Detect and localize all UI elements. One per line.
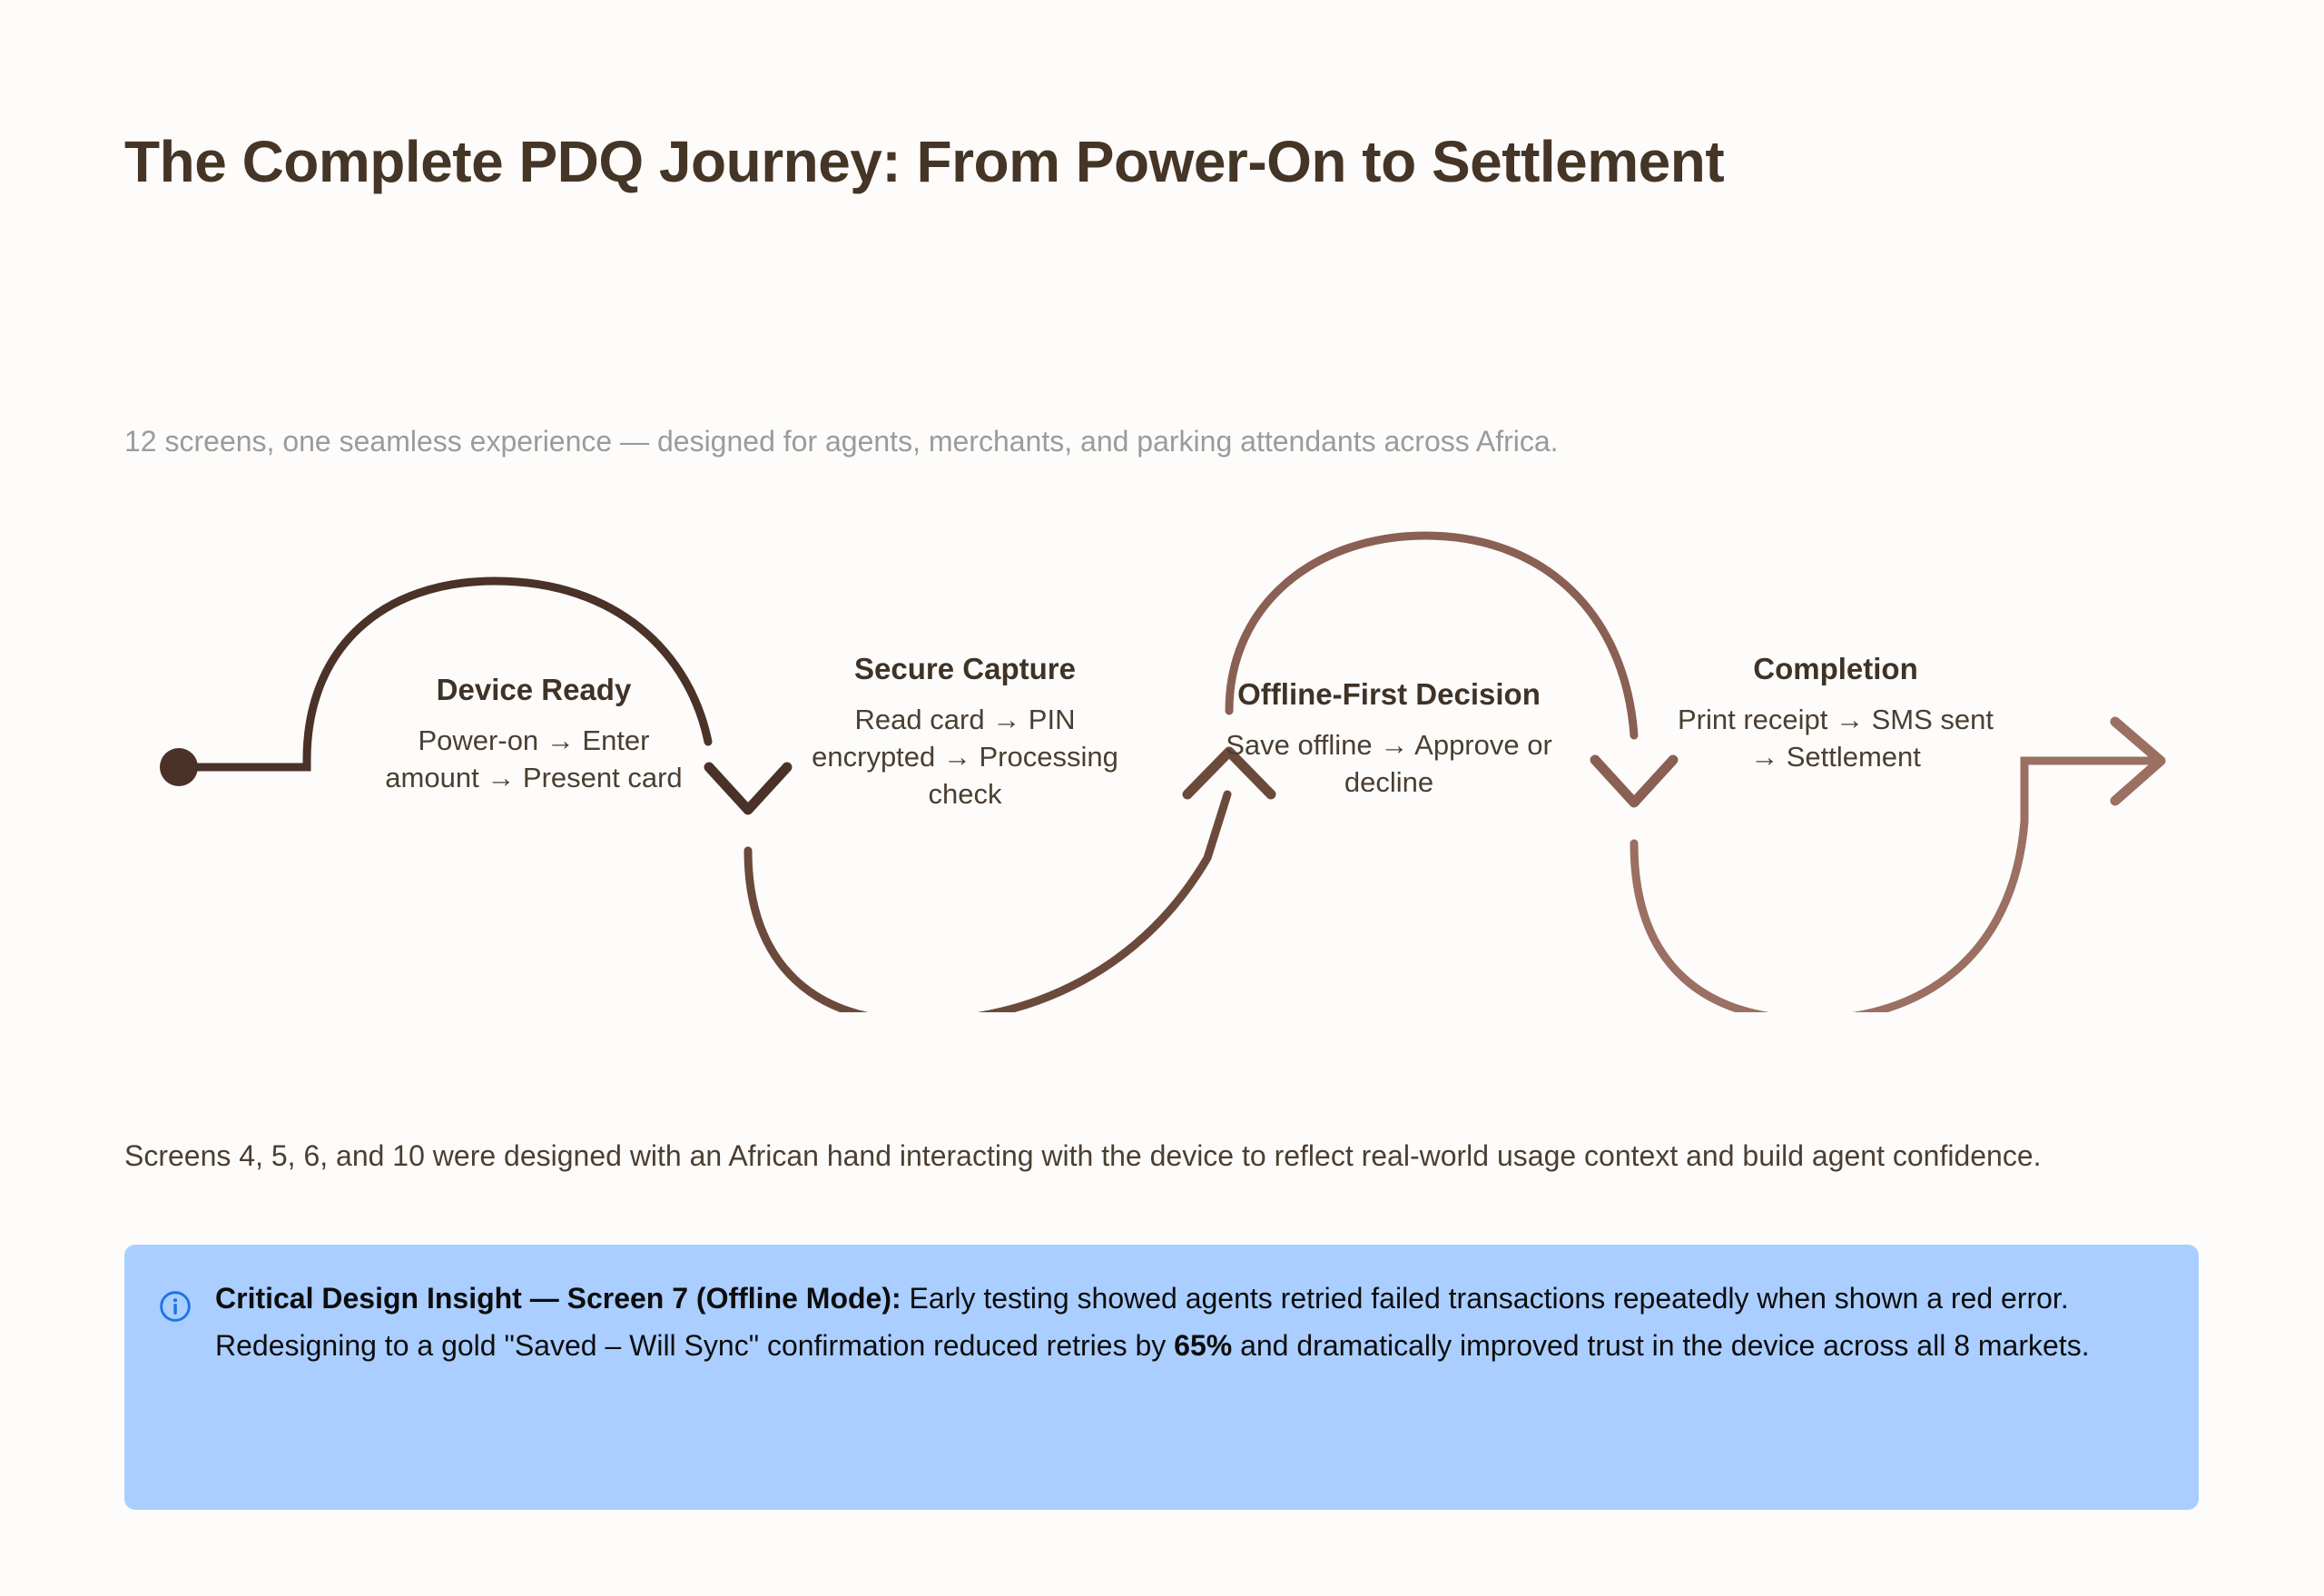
pdq-journey-diagram: Device Ready Power-on → Enter amount → P… [0,495,2324,1012]
flow-node-title: Completion [1753,652,1918,685]
flow-node-description: Power-on → Enter amount → Present card [385,724,683,794]
flow-arc-3 [1225,531,1639,740]
callout-lead: Critical Design Insight — Screen 7 (Offl… [215,1282,901,1315]
flow-node-completion: Completion Print receipt → SMS sent → Se… [1672,651,1999,776]
flow-arrowhead-1-icon [704,762,793,815]
flow-node-title: Secure Capture [854,652,1076,685]
page-subtitle: 12 screens, one seamless experience — de… [124,425,1559,458]
callout-highlight: 65% [1174,1328,1233,1362]
callout-text-part-1: Early testing showed agents retried fail… [215,1282,2069,1362]
callout-text: Critical Design Insight — Screen 7 (Offl… [215,1276,2162,1370]
journey-flow-svg [160,531,2166,1012]
flow-arrowhead-3-icon [1590,754,1679,808]
end-arrowhead-icon [2110,716,2166,806]
flow-node-device-ready: Device Ready Power-on → Enter amount → P… [370,672,697,797]
flow-node-title: Offline-First Decision [1237,677,1541,711]
flow-node-offline-first-decision: Offline-First Decision Save offline → Ap… [1226,676,1552,802]
flow-arc-1 [174,576,713,772]
flow-node-description: Save offline → Approve or decline [1226,729,1552,799]
page-title: The Complete PDQ Journey: From Power-On … [124,128,1725,194]
flow-arc-2 [743,790,1232,1012]
flow-arrowhead-2-icon [1182,746,1276,800]
callout-text-part-2: and dramatically improved trust in the d… [1232,1328,2090,1362]
flow-node-description: Print receipt → SMS sent → Settlement [1677,704,1994,773]
flow-node-title: Device Ready [436,673,632,706]
flow-arc-4 [1630,756,2161,1012]
flow-node-secure-capture: Secure Capture Read card → PIN encrypted… [797,651,1133,813]
info-circle-icon [157,1288,193,1329]
flow-node-description: Read card → PIN encrypted → Processing c… [812,704,1118,811]
design-insight-callout: Critical Design Insight — Screen 7 (Offl… [124,1245,2199,1510]
body-paragraph: Screens 4, 5, 6, and 10 were designed wi… [124,1139,2042,1172]
